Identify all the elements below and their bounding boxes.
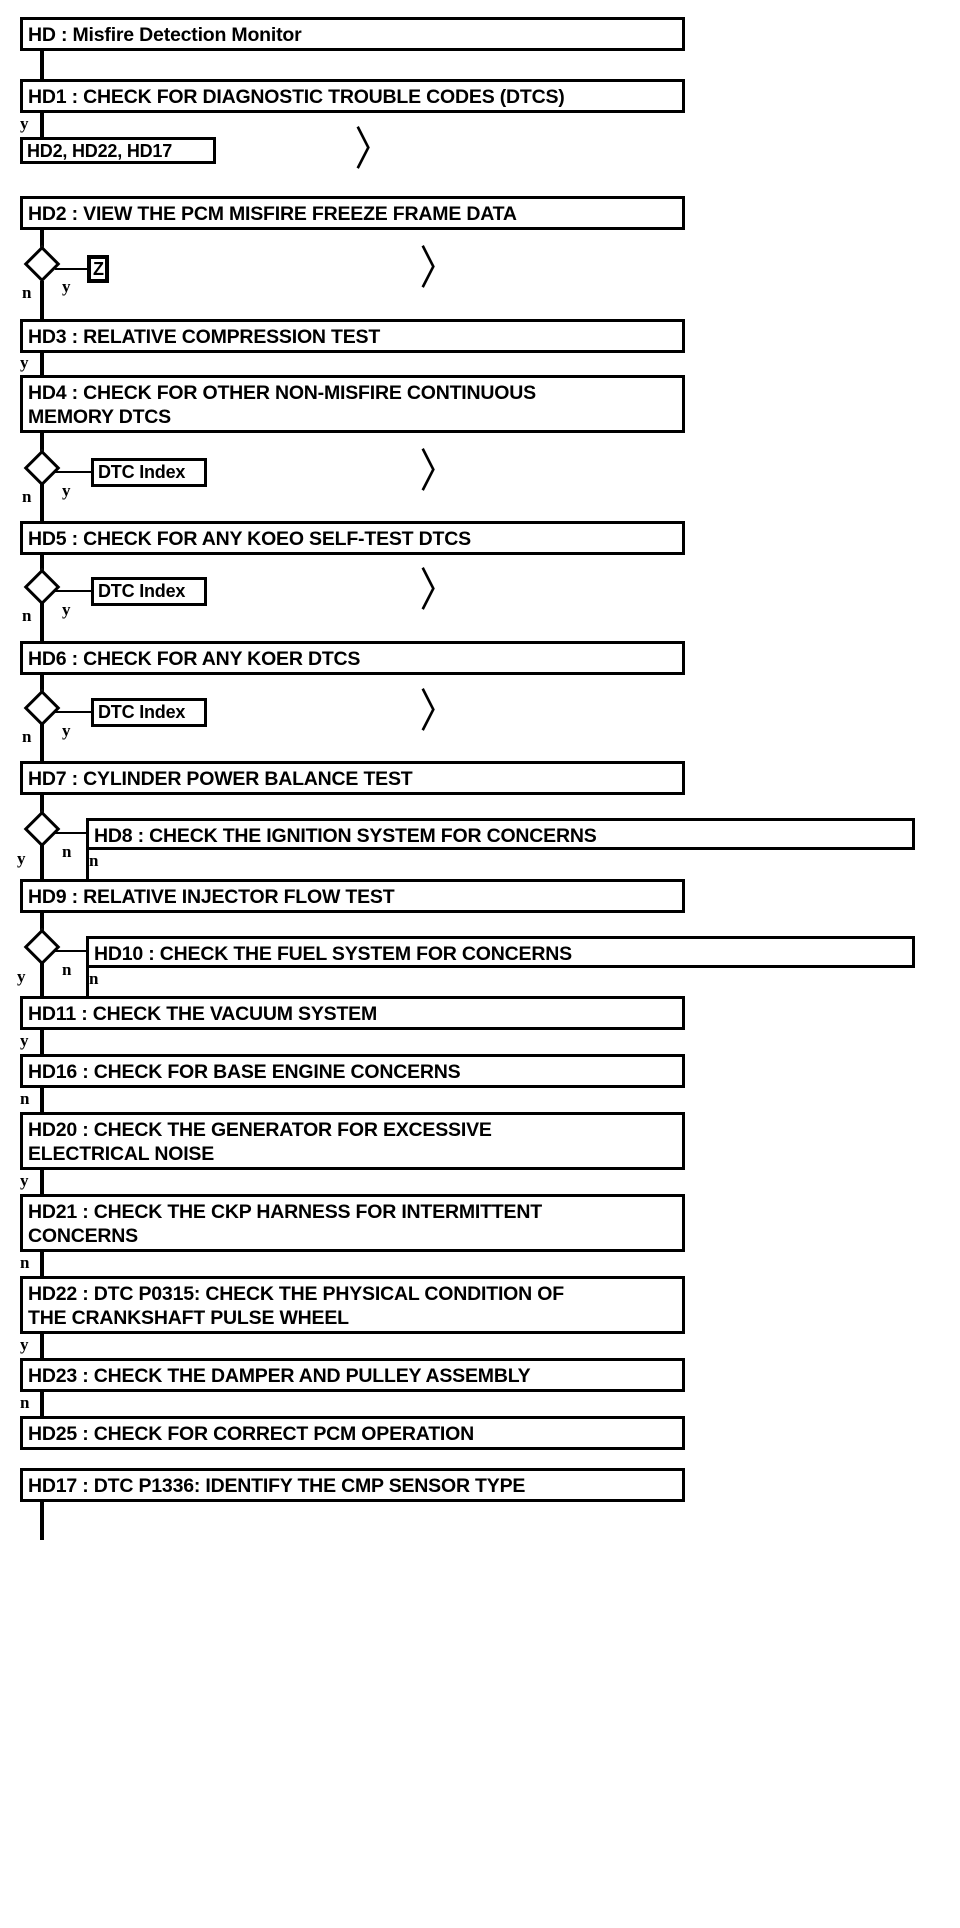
node-hd5[interactable]: HD5 : CHECK FOR ANY KOEO SELF-TEST DTCS bbox=[20, 521, 685, 555]
chevron-refz-icon: 〉 bbox=[419, 242, 457, 294]
edge-hd2-yes-to-z bbox=[55, 268, 87, 270]
edge-hd2-to-decision bbox=[40, 230, 44, 256]
edge-hd6-to-decision bbox=[40, 675, 44, 697]
edge-hd5-no-to-hd6 bbox=[40, 603, 44, 641]
node-hd20[interactable]: HD20 : CHECK THE GENERATOR FOR EXCESSIVE… bbox=[20, 1112, 685, 1170]
edge-hd9-to-decision bbox=[40, 913, 44, 935]
chevron-dtc2-icon: 〉 bbox=[419, 564, 457, 616]
branch-label-hd4-no: n bbox=[22, 487, 32, 506]
decision-hd2[interactable] bbox=[23, 245, 61, 283]
edge-hd16-to-hd20 bbox=[40, 1088, 44, 1112]
edge-hd-to-hd1 bbox=[40, 51, 44, 79]
node-hd7[interactable]: HD7 : CYLINDER POWER BALANCE TEST bbox=[20, 761, 685, 795]
branch-label-hd1-yes: y bbox=[20, 114, 29, 133]
connector-ref1[interactable]: HD2, HD22, HD17 bbox=[20, 137, 216, 164]
node-hd2[interactable]: HD2 : VIEW THE PCM MISFIRE FREEZE FRAME … bbox=[20, 196, 685, 230]
branch-label-hd21-no: n bbox=[20, 1253, 30, 1272]
edge-hd9-yes-to-hd11 bbox=[40, 961, 44, 997]
branch-label-hd3-yes: y bbox=[20, 353, 29, 372]
node-hd4[interactable]: HD4 : CHECK FOR OTHER NON-MISFIRE CONTIN… bbox=[20, 375, 685, 433]
edge-hd17-outgoing bbox=[40, 1502, 44, 1540]
edge-hd4-yes-to-dtc1 bbox=[55, 471, 91, 473]
edge-hd6-yes-to-dtc3 bbox=[55, 711, 91, 713]
node-hd25[interactable]: HD25 : CHECK FOR CORRECT PCM OPERATION bbox=[20, 1416, 685, 1450]
edge-hd2-no-to-hd3 bbox=[40, 281, 44, 319]
connector-dtc-index-1[interactable]: DTC Index bbox=[91, 458, 207, 487]
branch-label-hd22-yes: y bbox=[20, 1335, 29, 1354]
branch-label-hd5-no: n bbox=[22, 606, 32, 625]
edge-hd9-no-to-hd10 bbox=[55, 950, 87, 952]
node-hd9[interactable]: HD9 : RELATIVE INJECTOR FLOW TEST bbox=[20, 879, 685, 913]
node-hd1[interactable]: HD1 : CHECK FOR DIAGNOSTIC TROUBLE CODES… bbox=[20, 79, 685, 113]
node-hd23[interactable]: HD23 : CHECK THE DAMPER AND PULLEY ASSEM… bbox=[20, 1358, 685, 1392]
decision-hd9[interactable] bbox=[23, 928, 61, 966]
node-hd21[interactable]: HD21 : CHECK THE CKP HARNESS FOR INTERMI… bbox=[20, 1194, 685, 1252]
chevron-ref1-icon: 〉 bbox=[354, 123, 392, 175]
node-hd3[interactable]: HD3 : RELATIVE COMPRESSION TEST bbox=[20, 319, 685, 353]
edge-hd3-to-hd4 bbox=[40, 353, 44, 375]
edge-hd7-yes-to-hd9 bbox=[40, 843, 44, 879]
edge-hd1-to-ref1 bbox=[40, 113, 44, 137]
decision-hd5[interactable] bbox=[23, 568, 61, 606]
node-hd10[interactable]: HD10 : CHECK THE FUEL SYSTEM FOR CONCERN… bbox=[86, 936, 915, 968]
edge-hd23-to-hd25 bbox=[40, 1392, 44, 1416]
branch-label-hd16-no: n bbox=[20, 1089, 30, 1108]
edge-hd5-to-decision bbox=[40, 555, 44, 577]
edge-hd10-no-return bbox=[86, 968, 89, 997]
branch-label-hd9-yes: y bbox=[17, 967, 26, 986]
branch-label-hd5-yes: y bbox=[62, 600, 71, 619]
connector-dtc-index-2[interactable]: DTC Index bbox=[91, 577, 207, 606]
edge-hd20-to-hd21 bbox=[40, 1170, 44, 1194]
node-hd17[interactable]: HD17 : DTC P1336: IDENTIFY THE CMP SENSO… bbox=[20, 1468, 685, 1502]
edge-hd6-no-to-hd7 bbox=[40, 724, 44, 762]
branch-label-hd23-no: n bbox=[20, 1393, 30, 1412]
branch-label-hd8-no: n bbox=[89, 851, 99, 870]
edge-hd5-yes-to-dtc2 bbox=[55, 590, 91, 592]
edge-hd22-to-hd23 bbox=[40, 1334, 44, 1358]
edge-hd8-no-return bbox=[86, 850, 89, 879]
decision-hd6[interactable] bbox=[23, 689, 61, 727]
chevron-dtc3-icon: 〉 bbox=[419, 685, 457, 737]
connector-dtc-index-3[interactable]: DTC Index bbox=[91, 698, 207, 727]
branch-label-hd9-no: n bbox=[62, 960, 72, 979]
node-hd22[interactable]: HD22 : DTC P0315: CHECK THE PHYSICAL CON… bbox=[20, 1276, 685, 1334]
edge-hd4-no-to-hd5 bbox=[40, 484, 44, 522]
node-hd6[interactable]: HD6 : CHECK FOR ANY KOER DTCS bbox=[20, 641, 685, 675]
branch-label-hd11-yes: y bbox=[20, 1031, 29, 1050]
branch-label-hd6-no: n bbox=[22, 727, 32, 746]
edge-hd21-to-hd22 bbox=[40, 1252, 44, 1276]
edge-hd7-to-decision bbox=[40, 795, 44, 817]
branch-label-hd6-yes: y bbox=[62, 721, 71, 740]
branch-label-hd7-yes: y bbox=[17, 849, 26, 868]
edge-hd11-to-hd16 bbox=[40, 1030, 44, 1054]
decision-hd4[interactable] bbox=[23, 449, 61, 487]
branch-label-hd20-yes: y bbox=[20, 1171, 29, 1190]
branch-label-hd4-yes: y bbox=[62, 481, 71, 500]
edge-hd7-no-to-hd8 bbox=[55, 832, 87, 834]
branch-label-hd10-no: n bbox=[89, 969, 99, 988]
decision-hd7[interactable] bbox=[23, 810, 61, 848]
branch-label-hd2-yes: y bbox=[62, 277, 71, 296]
connector-z[interactable]: Z bbox=[87, 255, 109, 283]
branch-label-hd2-no: n bbox=[22, 283, 32, 302]
node-hd16[interactable]: HD16 : CHECK FOR BASE ENGINE CONCERNS bbox=[20, 1054, 685, 1088]
node-hd[interactable]: HD : Misfire Detection Monitor bbox=[20, 17, 685, 51]
branch-label-hd7-no: n bbox=[62, 842, 72, 861]
node-hd11[interactable]: HD11 : CHECK THE VACUUM SYSTEM bbox=[20, 996, 685, 1030]
node-hd8[interactable]: HD8 : CHECK THE IGNITION SYSTEM FOR CONC… bbox=[86, 818, 915, 850]
edge-hd4-to-decision bbox=[40, 433, 44, 459]
chevron-dtc1-icon: 〉 bbox=[419, 445, 457, 497]
